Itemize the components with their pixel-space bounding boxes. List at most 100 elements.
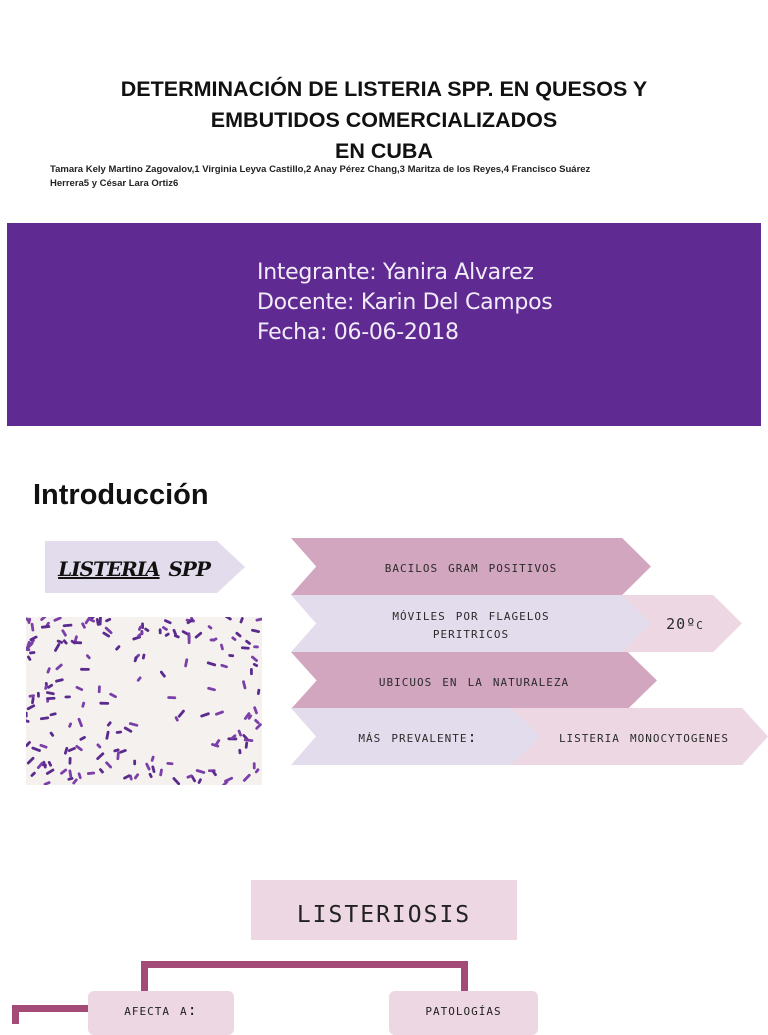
bacterium-shape: [167, 696, 177, 700]
bacterium-shape: [29, 651, 36, 655]
authors: Tamara Kely Martino Zagovalov,1 Virginia…: [50, 164, 591, 189]
bacterium-shape: [105, 730, 110, 740]
bacterium-shape: [141, 653, 146, 660]
bacterium-shape: [220, 663, 228, 669]
bacterium-shape: [105, 617, 112, 623]
bacterium-shape: [252, 662, 259, 668]
bacterium-shape: [98, 617, 102, 626]
connector-top: [141, 961, 468, 968]
bacterium-shape: [255, 723, 262, 730]
bacterium-shape: [206, 661, 217, 667]
connector-far-left: [12, 1005, 92, 1012]
bacterium-shape: [81, 622, 86, 629]
bacterium-shape: [40, 617, 47, 621]
bacterium-shape: [49, 712, 57, 717]
bacterium-shape: [254, 768, 260, 774]
bacterium-shape: [253, 706, 258, 715]
bacterium-shape: [166, 762, 174, 766]
bacterium-shape: [109, 692, 117, 699]
bacterium-shape: [223, 617, 232, 621]
bacterium-shape: [137, 625, 142, 631]
bacterium-shape: [133, 759, 137, 766]
bacterium-shape: [64, 695, 71, 699]
connector-far-left-down: [12, 1005, 19, 1024]
bacterium-shape: [75, 744, 83, 752]
bacterium-shape: [207, 625, 213, 630]
bacterium-shape: [31, 746, 41, 752]
bacterium-shape: [231, 734, 237, 740]
bacterium-shape: [144, 627, 150, 632]
bacterium-shape: [68, 769, 73, 779]
bacterium-shape: [104, 626, 113, 635]
item-bacilos: Bacilos Gram positivos: [291, 538, 651, 595]
bacterium-shape: [247, 714, 253, 720]
bacterium-shape: [194, 631, 203, 639]
bacterium-shape: [60, 768, 68, 775]
bacterium-shape: [158, 628, 162, 635]
bacterium-shape: [116, 751, 120, 761]
bacterium-shape: [43, 781, 51, 785]
bacterium-shape: [186, 774, 193, 779]
bacterium-shape: [212, 637, 218, 642]
bacterium-shape: [238, 748, 242, 755]
bacterium-shape: [68, 722, 73, 728]
bacterium-shape: [29, 635, 38, 642]
bacterium-shape: [77, 717, 83, 728]
bacterium-shape: [253, 645, 259, 649]
bacterium-shape: [249, 667, 253, 676]
bacterium-shape: [30, 771, 36, 777]
item-ubicuos: Ubicuos en la naturaleza: [291, 652, 657, 709]
listeriosis-title: Listeriosis: [251, 880, 517, 940]
bacterium-shape: [251, 628, 260, 634]
bacterium-shape: [242, 680, 247, 690]
integrante-line: Integrante: Yanira Alvarez: [257, 260, 534, 285]
bacterium-shape: [133, 773, 140, 780]
bacterium-shape: [39, 716, 50, 721]
bacterium-shape: [102, 631, 111, 638]
bacterium-shape: [26, 640, 31, 650]
bacterium-shape: [173, 634, 180, 639]
bacterium-shape: [184, 658, 189, 668]
bacterium-shape: [220, 643, 224, 651]
bacterium-shape: [77, 772, 82, 780]
bacterium-shape: [53, 617, 62, 622]
bacterium-shape: [128, 722, 139, 727]
bacterium-shape: [150, 755, 155, 762]
bacterium-shape: [172, 628, 178, 636]
bacterium-shape: [36, 691, 40, 698]
bacterium-shape: [26, 756, 35, 765]
connector-right: [461, 961, 468, 1001]
bacterium-shape: [133, 656, 138, 663]
bacterium-shape: [244, 741, 249, 749]
bacterium-shape: [47, 760, 53, 767]
bacterium-shape: [36, 761, 44, 770]
bacterium-shape: [243, 738, 254, 743]
section-heading-introduccion: Introducción: [33, 479, 209, 511]
bacterium-shape: [49, 731, 55, 737]
bacterium-shape: [85, 654, 91, 660]
bacterium-shape: [245, 639, 251, 645]
bacterium-shape: [151, 765, 156, 773]
bacterium-shape: [240, 646, 250, 650]
banner-text: Integrante: Yanira Alvarez Docente: Kari…: [257, 258, 553, 348]
item-moviles: Móviles por flagelos peritricos: [291, 595, 651, 652]
bacterium-shape: [46, 691, 55, 696]
bacterium-shape: [40, 625, 51, 629]
bacterium-shape: [195, 769, 206, 774]
bacterium-shape: [67, 776, 74, 781]
bacterium-shape: [237, 729, 242, 737]
bacterium-shape: [56, 639, 64, 644]
bacterium-shape: [235, 631, 242, 638]
bacterium-shape: [30, 622, 35, 632]
bacterium-shape: [55, 678, 64, 683]
bacterium-shape: [99, 768, 104, 774]
item-prevalente: Más prevalente:: [291, 708, 541, 765]
bacterium-shape: [252, 762, 256, 770]
bacterium-shape: [256, 688, 261, 695]
bacterium-shape: [79, 735, 86, 741]
bacterium-shape: [200, 712, 210, 718]
bacterium-shape: [84, 617, 91, 625]
micrograph-image: [26, 617, 262, 785]
bacterium-shape: [62, 623, 73, 628]
bacterium-shape: [55, 663, 63, 671]
